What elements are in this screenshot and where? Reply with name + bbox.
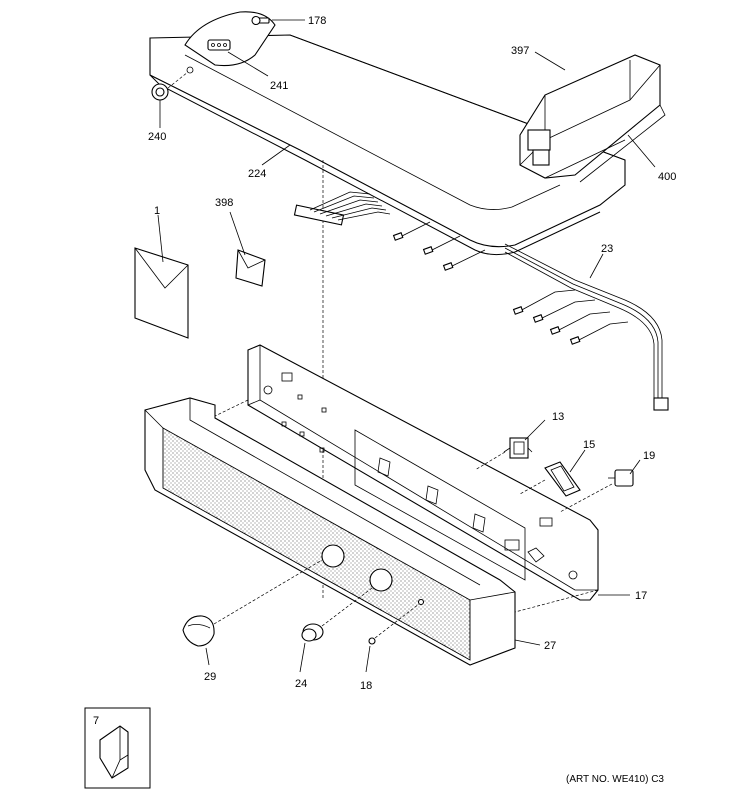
- bracket-part-241: [184, 11, 276, 67]
- wire-connector: [293, 191, 391, 226]
- callout-397: 397: [511, 45, 529, 57]
- knob-insert-part-24: [301, 587, 373, 642]
- callout-23: 23: [601, 243, 613, 255]
- callout-400: 400: [658, 171, 676, 183]
- callout-17: 17: [635, 590, 647, 602]
- cover-box-part-397: [519, 54, 666, 183]
- callout-29: 29: [204, 671, 216, 683]
- inset-box-part-7: [84, 707, 151, 789]
- knob-part-29: [182, 559, 323, 647]
- callout-27: 27: [544, 640, 556, 652]
- indicator-part-18: [368, 603, 420, 645]
- callout-178: 178: [308, 15, 326, 27]
- leader-lines: [157, 19, 656, 673]
- literature-envelope-part-1: [134, 247, 189, 339]
- callout-398: 398: [215, 197, 233, 209]
- callout-13: 13: [552, 411, 564, 423]
- callout-241: 241: [270, 80, 288, 92]
- switch-bezel-part-15: [544, 461, 581, 497]
- rocker-switch-part-19: [608, 469, 634, 487]
- wire-harness-part-23: [392, 221, 669, 411]
- callout-24: 24: [295, 678, 307, 690]
- callout-18: 18: [360, 680, 372, 692]
- callout-1: 1: [154, 205, 160, 217]
- label-tag-part-398: [235, 249, 266, 287]
- top-trim-part-224: [149, 34, 626, 256]
- callout-240: 240: [148, 131, 166, 143]
- art-number-caption: (ART NO. WE410) C3: [566, 774, 664, 785]
- screw-part-178: [251, 15, 270, 26]
- callout-15: 15: [583, 439, 595, 451]
- switch-part-13: [503, 437, 533, 459]
- front-panel-part-27: [144, 397, 516, 666]
- callout-7: 7: [93, 715, 99, 727]
- alignment-lines: [214, 399, 613, 613]
- callout-224: 224: [248, 168, 266, 180]
- callout-19: 19: [643, 450, 655, 462]
